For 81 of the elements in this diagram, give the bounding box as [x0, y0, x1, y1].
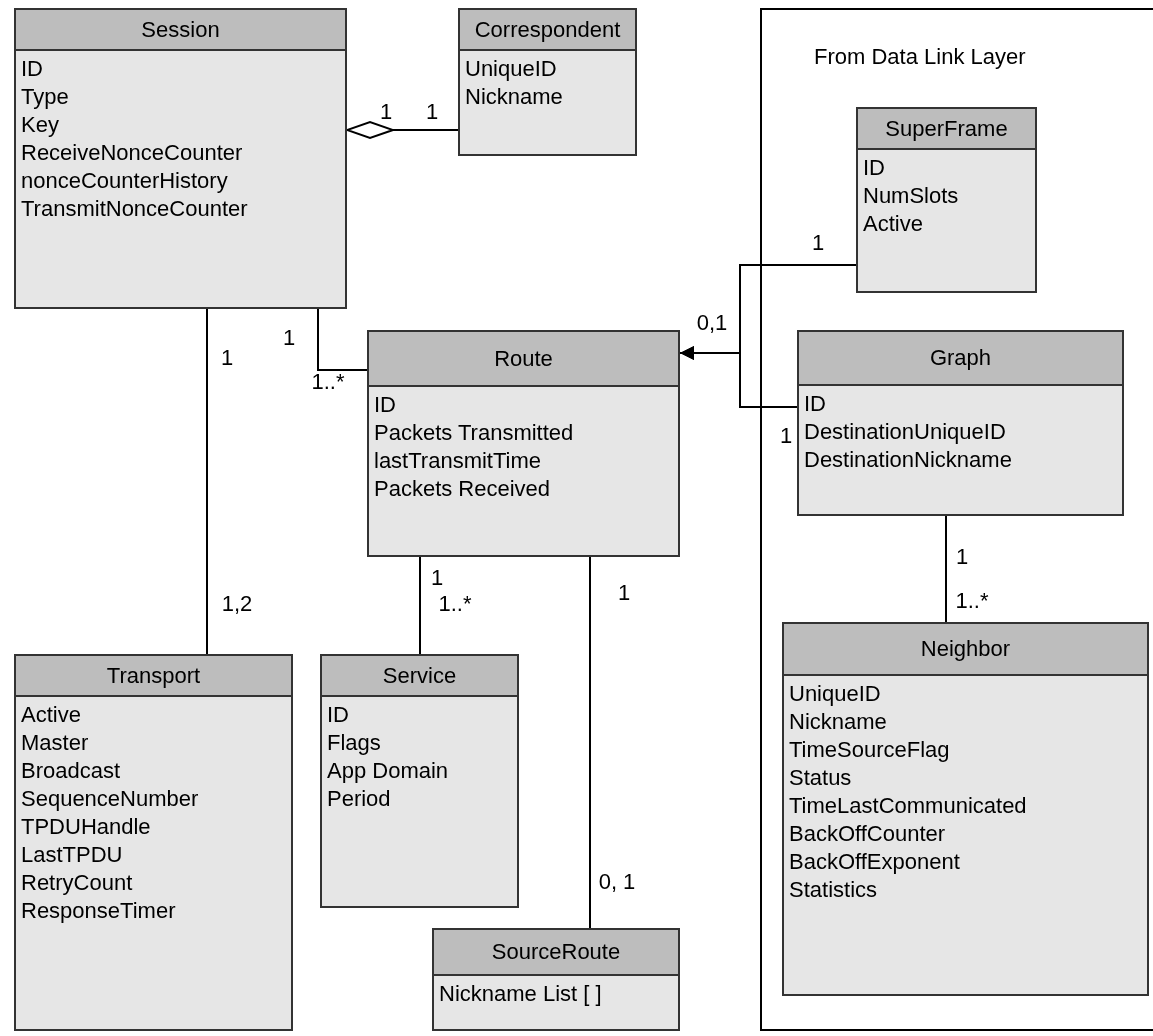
- attribute-text: DestinationUniqueID: [803, 418, 1007, 446]
- attribute-text: Nickname List [ ]: [438, 980, 603, 1008]
- class-name: Transport: [16, 656, 291, 697]
- attribute-text: UniqueID: [788, 680, 882, 708]
- association-line: [317, 308, 368, 371]
- association-line: [945, 515, 947, 623]
- multiplicity-label: 1: [220, 345, 234, 371]
- attribute-text: lastTransmitTime: [373, 447, 543, 475]
- multiplicity-label: 1: [779, 423, 793, 449]
- attribute-text: NumSlots: [862, 182, 960, 210]
- attribute-text: ID: [20, 55, 44, 83]
- attribute-text: nonceCounterHistory: [20, 167, 229, 195]
- attribute-text: SequenceNumber: [20, 785, 200, 813]
- class-name: Neighbor: [784, 624, 1147, 676]
- attribute-text: ID: [862, 154, 886, 182]
- class-name: Route: [369, 332, 678, 387]
- attribute-text: Nickname: [464, 83, 564, 111]
- attribute-text: TimeSourceFlag: [788, 736, 951, 764]
- class-box: [14, 654, 293, 1031]
- multiplicity-label: 1..*: [438, 591, 472, 617]
- attribute-text: ID: [373, 391, 397, 419]
- attribute-text: Active: [862, 210, 924, 238]
- attribute-text: ID: [326, 701, 350, 729]
- association-line: [419, 556, 421, 655]
- attribute-text: Key: [20, 111, 60, 139]
- class-name: SuperFrame: [858, 109, 1035, 150]
- multiplicity-label: 1..*: [311, 369, 345, 395]
- attribute-text: App Domain: [326, 757, 450, 785]
- attribute-text: Packets Transmitted: [373, 419, 575, 447]
- frame-title: From Data Link Layer: [814, 44, 1026, 70]
- attribute-text: Type: [20, 83, 70, 111]
- attribute-text: RetryCount: [20, 869, 134, 897]
- aggregation-line: [346, 121, 459, 139]
- attribute-text: Flags: [326, 729, 382, 757]
- attribute-text: Statistics: [788, 876, 879, 904]
- attribute-text: ResponseTimer: [20, 897, 177, 925]
- class-box: [856, 107, 1037, 293]
- multiplicity-label: 1: [955, 544, 969, 570]
- class-name: Session: [16, 10, 345, 51]
- class-box: [458, 8, 637, 156]
- attribute-text: DestinationNickname: [803, 446, 1013, 474]
- association-line: [206, 308, 208, 655]
- layer-frame: [760, 8, 1153, 1031]
- attribute-text: UniqueID: [464, 55, 558, 83]
- multiplicity-label: 1: [425, 99, 439, 125]
- class-box: [782, 622, 1149, 996]
- class-box: [432, 928, 680, 1031]
- multiplicity-label: 1: [430, 565, 444, 591]
- class-name: Correspondent: [460, 10, 635, 51]
- multiplicity-label: 1,2: [221, 591, 253, 617]
- multiplicity-label: 1: [282, 325, 296, 351]
- class-box: [320, 654, 519, 908]
- attribute-text: BackOffExponent: [788, 848, 961, 876]
- attribute-text: LastTPDU: [20, 841, 124, 869]
- association-line: [589, 556, 591, 929]
- attribute-text: ID: [803, 390, 827, 418]
- multiplicity-label: 1..*: [955, 588, 989, 614]
- multiplicity-label: 0, 1: [598, 869, 636, 895]
- attribute-text: Nickname: [788, 708, 888, 736]
- attribute-text: Status: [788, 764, 853, 792]
- attribute-text: Period: [326, 785, 392, 813]
- attribute-text: Active: [20, 701, 82, 729]
- class-name: Graph: [799, 332, 1122, 386]
- attribute-text: Broadcast: [20, 757, 122, 785]
- arrow: [679, 346, 798, 408]
- attribute-text: BackOffCounter: [788, 820, 947, 848]
- multiplicity-label: 1: [379, 99, 393, 125]
- attribute-text: TPDUHandle: [20, 813, 152, 841]
- attribute-text: Master: [20, 729, 90, 757]
- attribute-text: Packets Received: [373, 475, 552, 503]
- multiplicity-label: 1: [811, 230, 825, 256]
- class-box: [797, 330, 1124, 516]
- attribute-text: ReceiveNonceCounter: [20, 139, 244, 167]
- class-name: Service: [322, 656, 517, 697]
- attribute-text: TimeLastCommunicated: [788, 792, 1028, 820]
- multiplicity-label: 0,1: [696, 310, 728, 336]
- class-box: [367, 330, 680, 557]
- class-box: [14, 8, 347, 309]
- class-name: SourceRoute: [434, 930, 678, 976]
- attribute-text: TransmitNonceCounter: [20, 195, 249, 223]
- multiplicity-label: 1: [617, 580, 631, 606]
